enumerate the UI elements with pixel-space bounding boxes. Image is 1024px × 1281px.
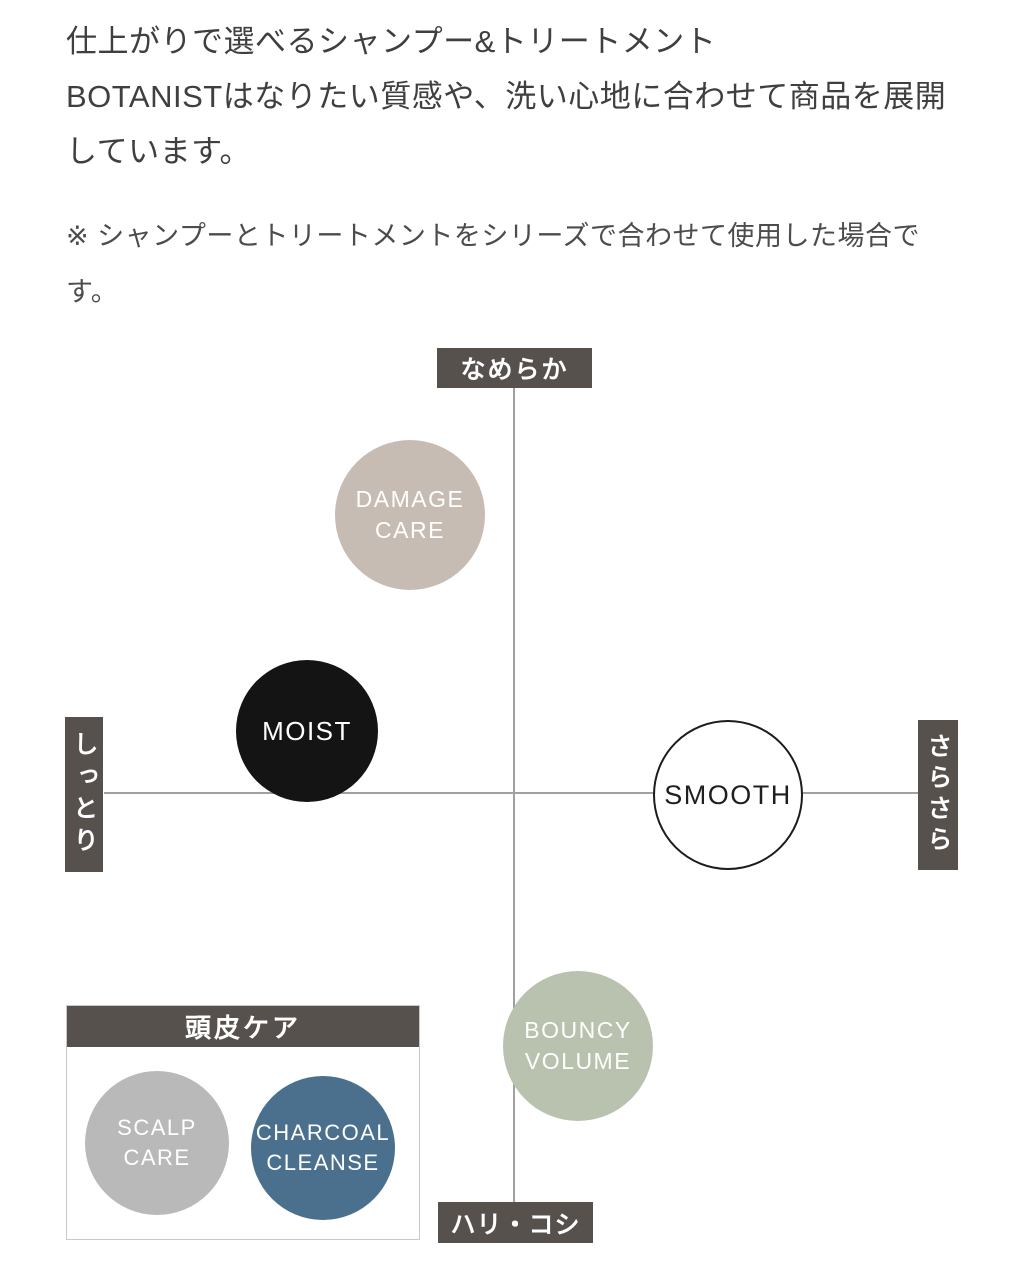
bubble-smooth: SMOOTH xyxy=(653,720,803,870)
axis-label-bottom: ハリ・コシ xyxy=(438,1202,593,1243)
usage-note-line-1: ※ シャンプーとトリートメントをシリーズで合わせて使用した場合で xyxy=(66,221,920,251)
horizontal-axis-line xyxy=(104,792,918,794)
axis-label-right: さらさら xyxy=(918,720,958,870)
bubble-label: VOLUME xyxy=(524,1048,632,1074)
bubble-label: CHARCOAL xyxy=(255,1120,391,1145)
bubble-label: BOUNCY xyxy=(524,1017,632,1043)
axis-label-left: しっとり xyxy=(65,717,103,872)
bubble-label: DAMAGE xyxy=(355,486,465,512)
bubble-label: SCALP xyxy=(117,1115,197,1140)
bubble-charcoal-cleanse: CHARCOAL CLEANSE xyxy=(251,1076,395,1220)
bubble-scalp-care: SCALP CARE xyxy=(85,1071,229,1215)
bubble-damage-care: DAMAGE CARE xyxy=(335,440,485,590)
bubble-moist: MOIST xyxy=(236,660,378,802)
bubble-bouncy-volume: BOUNCY VOLUME xyxy=(503,971,653,1121)
page-heading: 仕上がりで選べるシャンプー&トリートメント BOTANISTはなりたい質感や、洗… xyxy=(66,14,946,179)
page-subtitle-line-1: BOTANISTはなりたい質感や、洗い心地に合わせて商品を展開 xyxy=(66,79,947,114)
scalp-care-box-title: 頭皮ケア xyxy=(67,1006,419,1047)
bubble-label: CLEANSE xyxy=(266,1150,380,1175)
bubble-label: CARE xyxy=(123,1145,191,1170)
bubble-label: CARE xyxy=(375,517,445,543)
bubble-label: MOIST xyxy=(262,715,352,746)
axis-label-top: なめらか xyxy=(437,348,592,388)
bubble-label: SMOOTH xyxy=(664,779,792,810)
usage-note-line-2: す。 xyxy=(66,277,119,307)
page-subtitle-line-2: しています。 xyxy=(66,134,251,169)
page-title: 仕上がりで選べるシャンプー&トリートメント xyxy=(66,24,717,59)
usage-note: ※ シャンプーとトリートメントをシリーズで合わせて使用した場合で す。 xyxy=(66,208,920,320)
vertical-axis-line xyxy=(513,388,515,1203)
